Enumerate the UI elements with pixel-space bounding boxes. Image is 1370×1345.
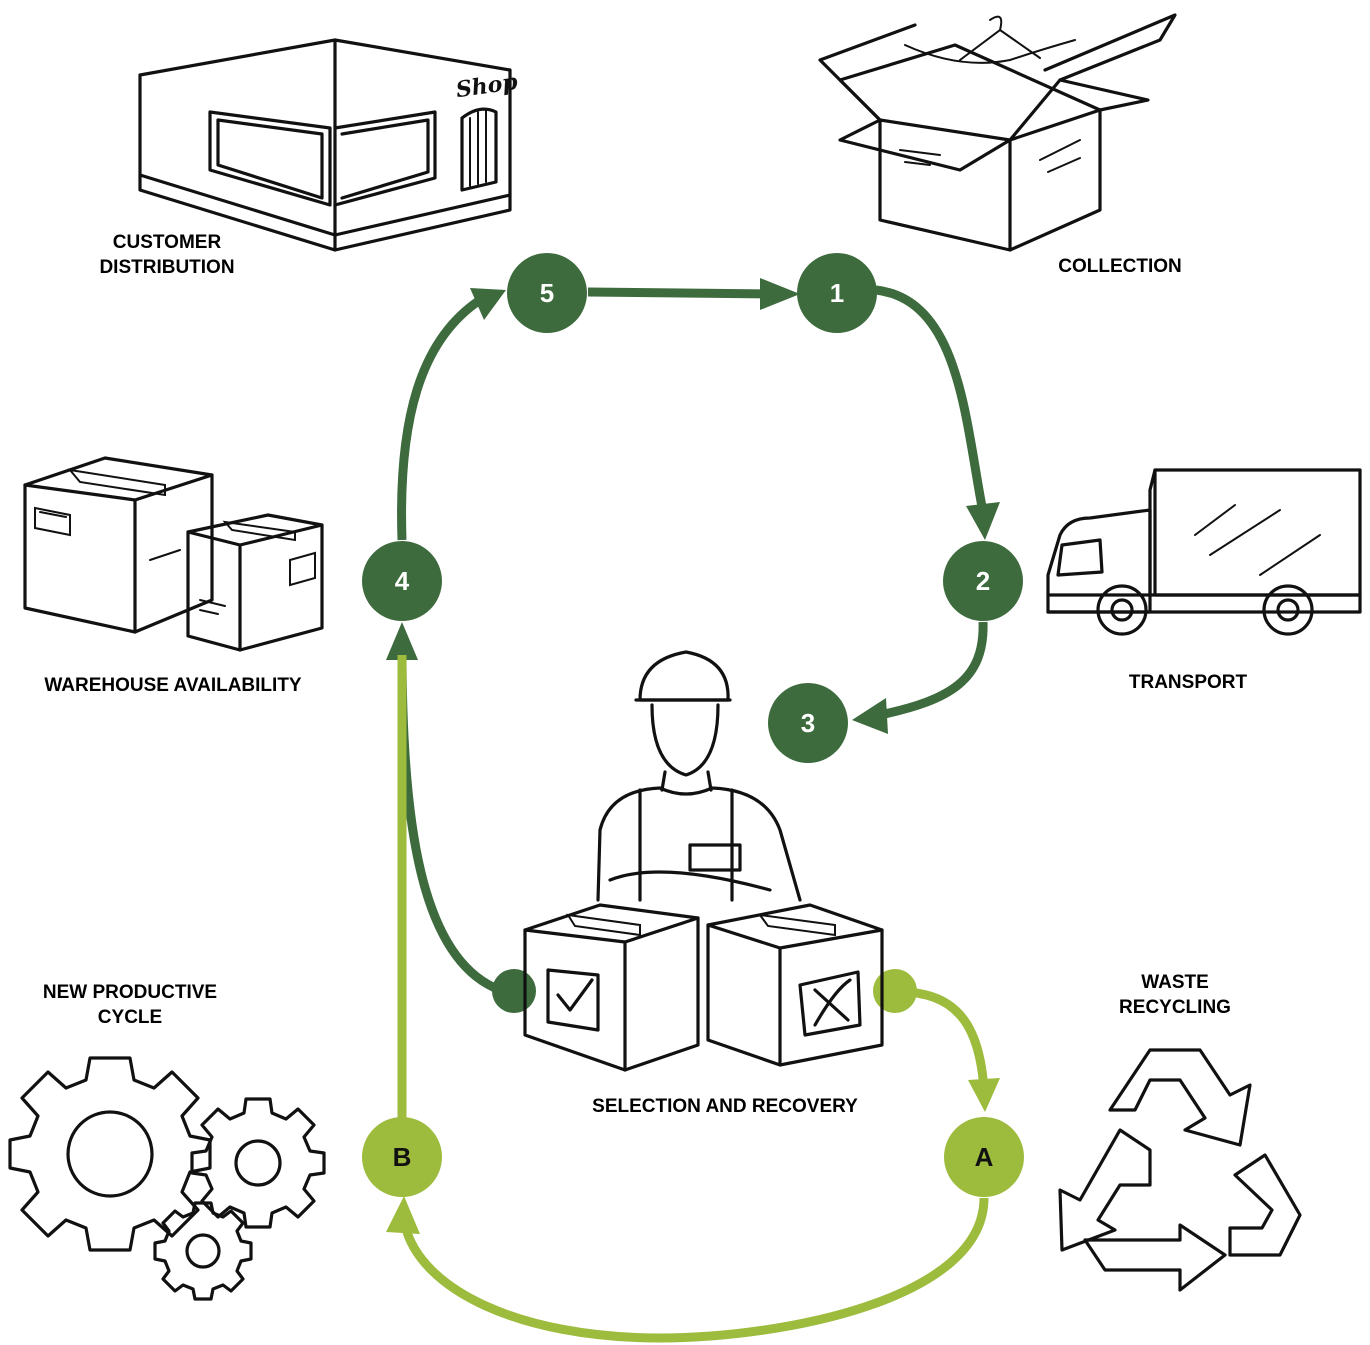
- label-transport: TRANSPORT: [1098, 670, 1278, 695]
- node-A-label: A: [975, 1142, 994, 1172]
- node-3-label: 3: [801, 708, 815, 738]
- node-4-label: 4: [395, 566, 410, 596]
- label-waste-line2: RECYCLING: [1119, 997, 1231, 1018]
- label-collection: COLLECTION: [1030, 254, 1210, 279]
- selection-light-dot: [873, 969, 917, 1013]
- node-A: A: [944, 1117, 1024, 1197]
- label-waste-line1: WASTE: [1141, 972, 1209, 993]
- arrow-1-to-2-head: [966, 502, 1000, 540]
- arrow-selection-to-4-head: [386, 622, 418, 660]
- arrow-5-to-1: [587, 287, 771, 299]
- gears-icon: [8, 1056, 326, 1301]
- open-box-icon: [818, 13, 1177, 252]
- node-4: 4: [362, 541, 442, 621]
- node-B: B: [362, 1117, 442, 1197]
- node-3: 3: [768, 683, 848, 763]
- arrow-selection-to-4: [397, 649, 502, 995]
- node-1-label: 1: [830, 278, 844, 308]
- label-customer-distribution-line1: CUSTOMER: [112, 232, 222, 253]
- selection-dark-dot: [492, 969, 536, 1013]
- flow-paths: [386, 278, 1000, 1343]
- node-2-label: 2: [976, 566, 990, 596]
- recycle-icon: [1058, 1048, 1302, 1292]
- arrow-selection-to-A-head: [968, 1078, 1000, 1112]
- arrow-2-to-3-head: [852, 698, 888, 734]
- node-5: 5: [507, 253, 587, 333]
- arrow-2-to-3: [879, 621, 988, 720]
- node-5-label: 5: [540, 278, 554, 308]
- stacked-boxes-icon: [23, 456, 324, 652]
- node-1: 1: [797, 253, 877, 333]
- node-B-label: B: [393, 1142, 412, 1172]
- label-new-productive-cycle: NEW PRODUCTIVE CYCLE: [20, 980, 240, 1030]
- label-warehouse-text: WAREHOUSE AVAILABILITY: [44, 675, 302, 696]
- truck-icon: [1046, 468, 1362, 636]
- label-collection-text: COLLECTION: [1058, 256, 1182, 277]
- worker-icon: [523, 650, 884, 1072]
- label-new-cycle-line2: CYCLE: [97, 1007, 163, 1028]
- label-customer-distribution-line2: DISTRIBUTION: [99, 257, 235, 278]
- shop-building-icon: Shop: [138, 38, 520, 252]
- label-warehouse: WAREHOUSE AVAILABILITY: [10, 673, 336, 698]
- arrow-A-to-B-head: [386, 1196, 420, 1234]
- arrow-A-to-B: [400, 1197, 989, 1343]
- label-waste-recycling: WASTE RECYCLING: [1090, 970, 1260, 1020]
- label-selection-recovery: SELECTION AND RECOVERY: [560, 1094, 890, 1119]
- arrow-4-to-5-head: [470, 288, 506, 320]
- arrow-4-to-5: [397, 296, 483, 541]
- label-customer-distribution: CUSTOMER DISTRIBUTION: [72, 230, 262, 280]
- label-selection-text: SELECTION AND RECOVERY: [592, 1096, 858, 1117]
- label-transport-text: TRANSPORT: [1128, 672, 1248, 693]
- node-2: 2: [943, 541, 1023, 621]
- arrow-1-to-2: [875, 285, 988, 513]
- arrow-5-to-1-head: [760, 278, 800, 310]
- label-new-cycle-line1: NEW PRODUCTIVE: [42, 982, 218, 1003]
